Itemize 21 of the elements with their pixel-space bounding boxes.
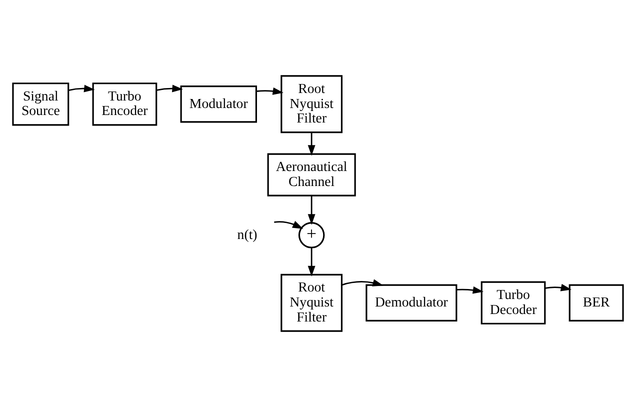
arrow: [342, 279, 384, 286]
node-box: Turbo Decoder: [480, 281, 546, 324]
arrow: [456, 286, 484, 294]
arrow: [68, 84, 95, 92]
node-box: Root Nyquist Filter: [280, 274, 343, 332]
arrow: [156, 84, 183, 92]
node-circle: +: [298, 222, 325, 248]
node-box: Demodulator: [366, 284, 458, 322]
node-box: Root Nyquist Filter: [280, 75, 343, 134]
arrow: [308, 196, 316, 225]
arrow: [308, 248, 316, 277]
node-box: Modulator: [180, 86, 257, 123]
node-text: n(t): [237, 226, 258, 242]
node-box: Signal Source: [12, 82, 70, 126]
arrow: [274, 220, 304, 229]
arrow: [256, 87, 284, 95]
arrow: [308, 132, 316, 156]
node-box: Aeronautical Channel: [267, 153, 356, 196]
node-box: Turbo Encoder: [92, 82, 158, 126]
arrow: [544, 284, 572, 292]
node-box: BER: [568, 284, 624, 322]
